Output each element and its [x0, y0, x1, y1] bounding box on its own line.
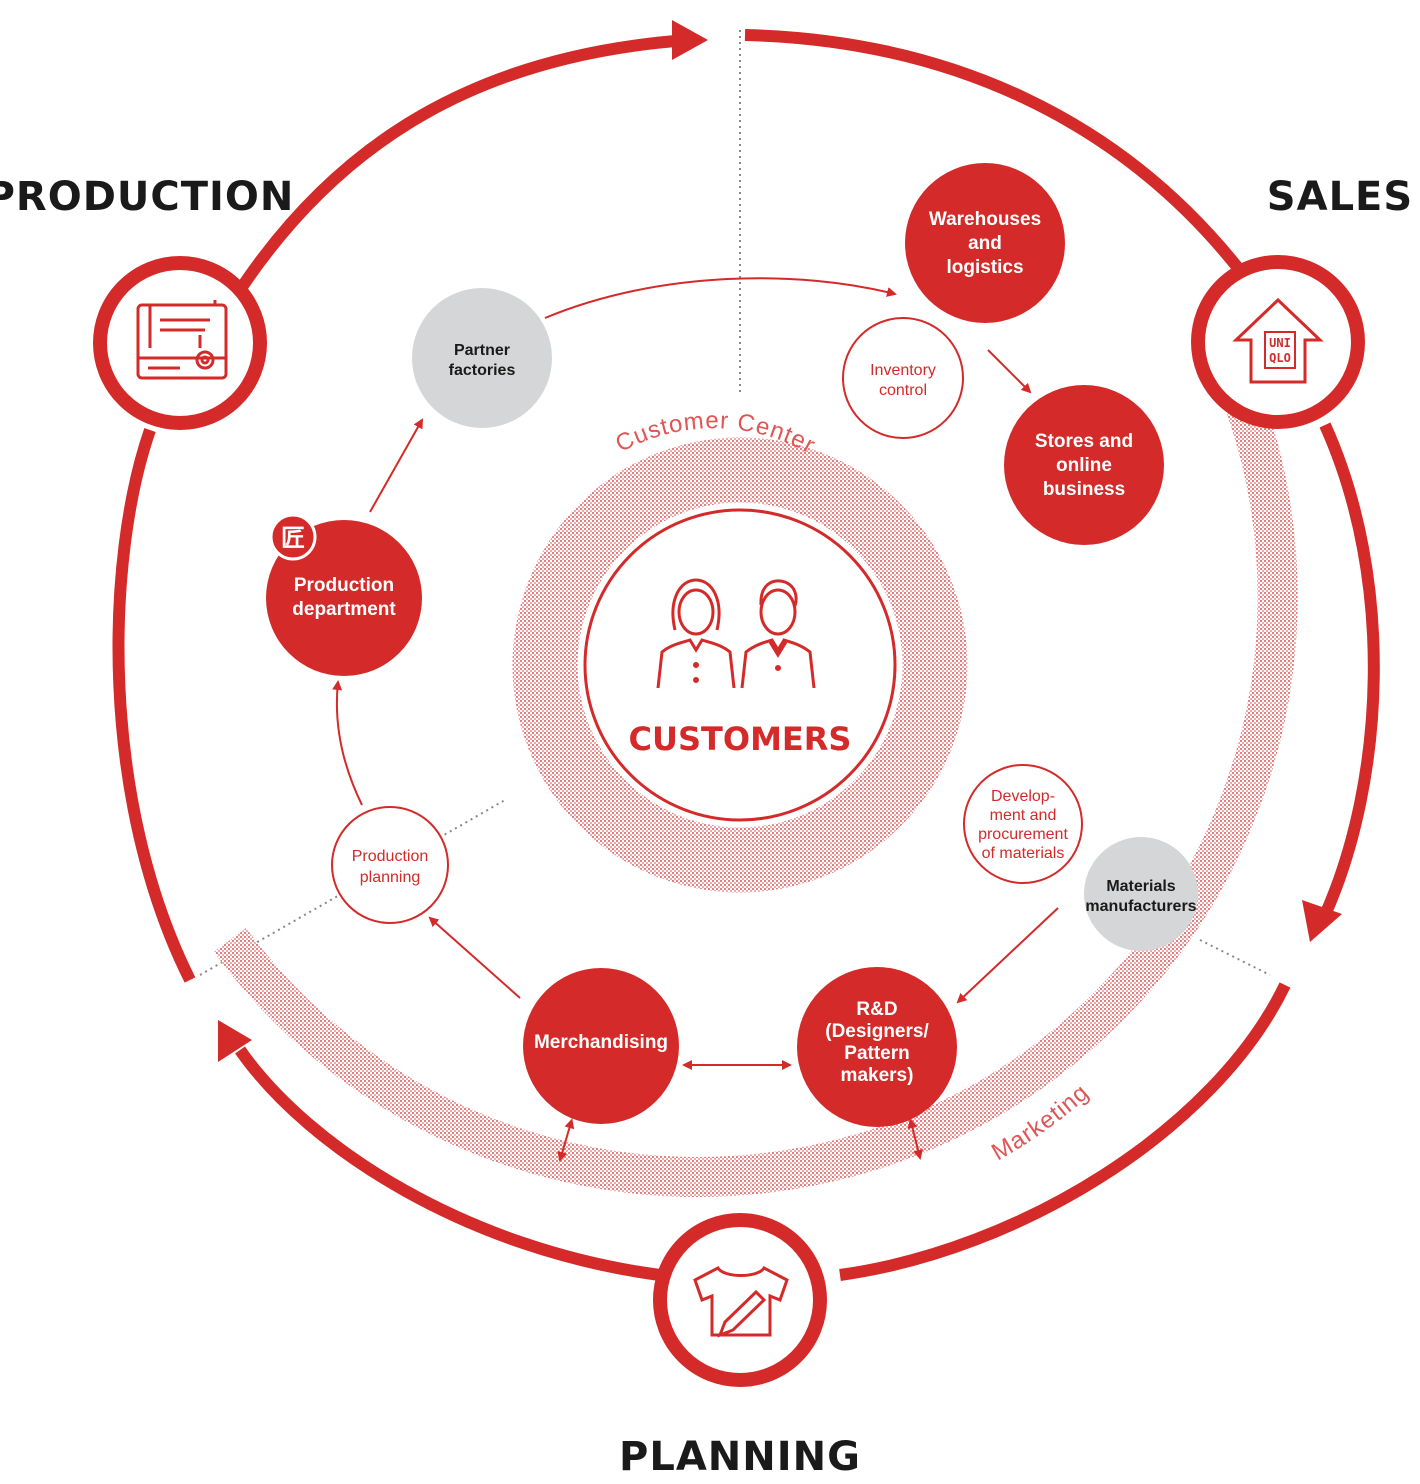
inventory-line-2: control — [879, 382, 927, 399]
node-partner-factories: Partner factories — [412, 288, 552, 428]
stores-line-1: Stores and — [1035, 431, 1133, 452]
production-phase-circle — [93, 256, 267, 430]
node-materials-manufacturers: Materials manufacturers — [1084, 837, 1198, 951]
partner-line-1: Partner — [454, 342, 510, 359]
rnd-line-4: makers) — [841, 1065, 914, 1086]
production-planning-line-1: Production — [352, 848, 429, 865]
rnd-line-1: R&D — [856, 999, 897, 1020]
warehouses-line-1: Warehouses — [929, 209, 1041, 230]
sewing-machine-icon — [136, 300, 228, 380]
dev-materials-line-2: ment and — [990, 807, 1057, 824]
arrow-warehouses-to-stores — [987, 349, 1032, 394]
arrow-merchandising-to-planning — [428, 916, 521, 999]
arrow-production-dept-to-partner — [369, 418, 423, 513]
arrow-rnd-marketing — [907, 1118, 923, 1160]
arrow-materials-to-rnd — [956, 907, 1059, 1004]
customer-center-ring — [512, 437, 968, 893]
partner-line-2: factories — [449, 362, 516, 379]
customers-label: CUSTOMERS — [629, 720, 852, 758]
arrow-partner-to-warehouses — [544, 277, 897, 319]
customers-icon — [656, 578, 816, 689]
outer-arc-production-to-sales — [235, 34, 689, 294]
warehouses-line-2: and — [968, 233, 1002, 254]
rnd-line-3: Pattern — [844, 1043, 909, 1064]
node-merchandising: Merchandising — [523, 968, 679, 1124]
materials-mfr-line-1: Materials — [1106, 878, 1175, 895]
outer-arc-planning-to-production — [235, 1046, 661, 1281]
stores-line-2: online — [1056, 455, 1112, 476]
outer-arc-production-left — [112, 428, 196, 983]
dev-materials-line-3: procurement — [978, 826, 1068, 843]
outer-arc-planning-to-production-arrowhead — [218, 1020, 252, 1062]
arrow-planning-to-production-dept — [332, 680, 363, 806]
production-dept-line-2: department — [292, 599, 396, 620]
dev-materials-line-1: Develop- — [991, 788, 1055, 805]
node-stores-online-business: Stores and online business — [1004, 385, 1164, 545]
node-production-department: Production department — [266, 520, 422, 676]
node-development-procurement-materials: Develop- ment and procurement of materia… — [963, 764, 1083, 884]
outer-arc-sales-to-planning — [1319, 422, 1380, 918]
outer-arc-sales-top — [744, 29, 1243, 272]
planning-phase-circle — [653, 1213, 827, 1387]
rnd-line-2: (Designers/ — [825, 1021, 929, 1042]
divider-sales-planning — [1199, 939, 1271, 976]
customers-circle: CUSTOMERS — [583, 508, 897, 822]
merchandising-line-1: Merchandising — [534, 1032, 668, 1053]
takumi-badge-icon: 匠 — [269, 513, 317, 561]
phase-label-sales: SALES — [1267, 174, 1413, 220]
t-shirt-pencil-icon — [693, 1266, 789, 1338]
node-inventory-control: Inventory control — [842, 317, 964, 439]
arrow-merchandising-marketing — [557, 1118, 575, 1162]
marketing-band — [213, 398, 1298, 1197]
production-planning-line-2: planning — [360, 869, 421, 886]
uniqlo-store-icon: UNI QLO — [1232, 297, 1324, 384]
node-production-planning: Production planning — [331, 806, 449, 924]
store-logo-line-2: QLO — [1269, 351, 1291, 365]
sales-phase-circle: UNI QLO — [1191, 255, 1365, 429]
materials-mfr-line-2: manufacturers — [1085, 898, 1196, 915]
dev-materials-line-4: of materials — [982, 845, 1065, 862]
node-rnd-designers: R&D (Designers/ Pattern makers) — [797, 967, 957, 1127]
production-dept-line-1: Production — [294, 575, 394, 596]
store-logo-line-1: UNI — [1269, 336, 1291, 350]
outer-arc-sales-to-planning-arrowhead — [1302, 900, 1342, 942]
node-warehouses-logistics: Warehouses and logistics — [905, 163, 1065, 323]
outer-arc-planning-right — [839, 982, 1291, 1281]
inventory-line-1: Inventory — [870, 362, 936, 379]
phase-label-planning: PLANNING — [619, 1434, 861, 1480]
takumi-glyph: 匠 — [281, 523, 305, 552]
warehouses-line-3: logistics — [946, 257, 1023, 278]
outer-arc-production-to-sales-arrowhead — [672, 20, 708, 60]
stores-line-3: business — [1043, 479, 1125, 500]
phase-label-production: PRODUCTION — [0, 174, 294, 220]
